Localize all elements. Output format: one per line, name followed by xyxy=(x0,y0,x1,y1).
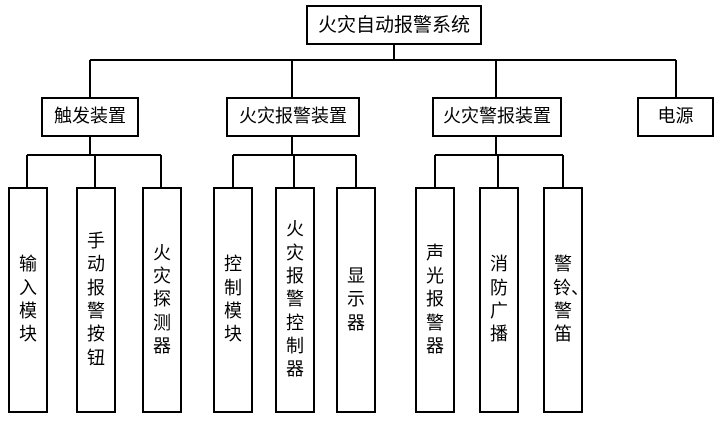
leaf-node-fire-broadcast: 消防广播 xyxy=(479,187,519,413)
leaf-node-label: 火灾探测器 xyxy=(153,242,171,358)
leaf-node-alarm-bell-siren: 警铃、警笛 xyxy=(543,187,589,413)
leaf-node-display: 显示器 xyxy=(336,187,376,413)
leaf-node-label: 火灾报警控制器 xyxy=(286,219,304,381)
group-node-label: 电源 xyxy=(657,106,694,128)
leaf-node-manual-alarm-button: 手动报警按钮 xyxy=(76,187,116,413)
group-node-label: 火灾警报装置 xyxy=(443,106,551,128)
group-node-power: 电源 xyxy=(637,97,714,137)
leaf-node-label: 消防广播 xyxy=(490,254,508,346)
group-node-label: 触发装置 xyxy=(54,106,126,128)
leaf-node-label: 警铃、警笛 xyxy=(553,254,589,346)
group-node-trigger: 触发装置 xyxy=(41,97,139,137)
leaf-node-fire-detector: 火灾探测器 xyxy=(142,187,182,413)
root-node-label: 火灾自动报警系统 xyxy=(317,13,470,36)
group-node-warning-device: 火灾警报装置 xyxy=(432,97,562,137)
leaf-node-fire-alarm-controller: 火灾报警控制器 xyxy=(275,187,315,413)
leaf-node-input-module: 输入模块 xyxy=(8,187,48,413)
root-node: 火灾自动报警系统 xyxy=(306,5,482,45)
group-node-alarm-device: 火灾报警装置 xyxy=(226,97,360,137)
leaf-node-label: 手动报警按钮 xyxy=(87,230,105,369)
leaf-node-control-module: 控制模块 xyxy=(213,187,253,413)
leaf-node-label: 显示器 xyxy=(347,265,365,334)
leaf-node-label: 声光报警器 xyxy=(426,242,444,358)
group-node-label: 火灾报警装置 xyxy=(239,106,347,128)
leaf-node-label: 控制模块 xyxy=(224,254,242,346)
leaf-node-audible-visual-alarm: 声光报警器 xyxy=(415,187,455,413)
leaf-node-label: 输入模块 xyxy=(19,254,37,346)
